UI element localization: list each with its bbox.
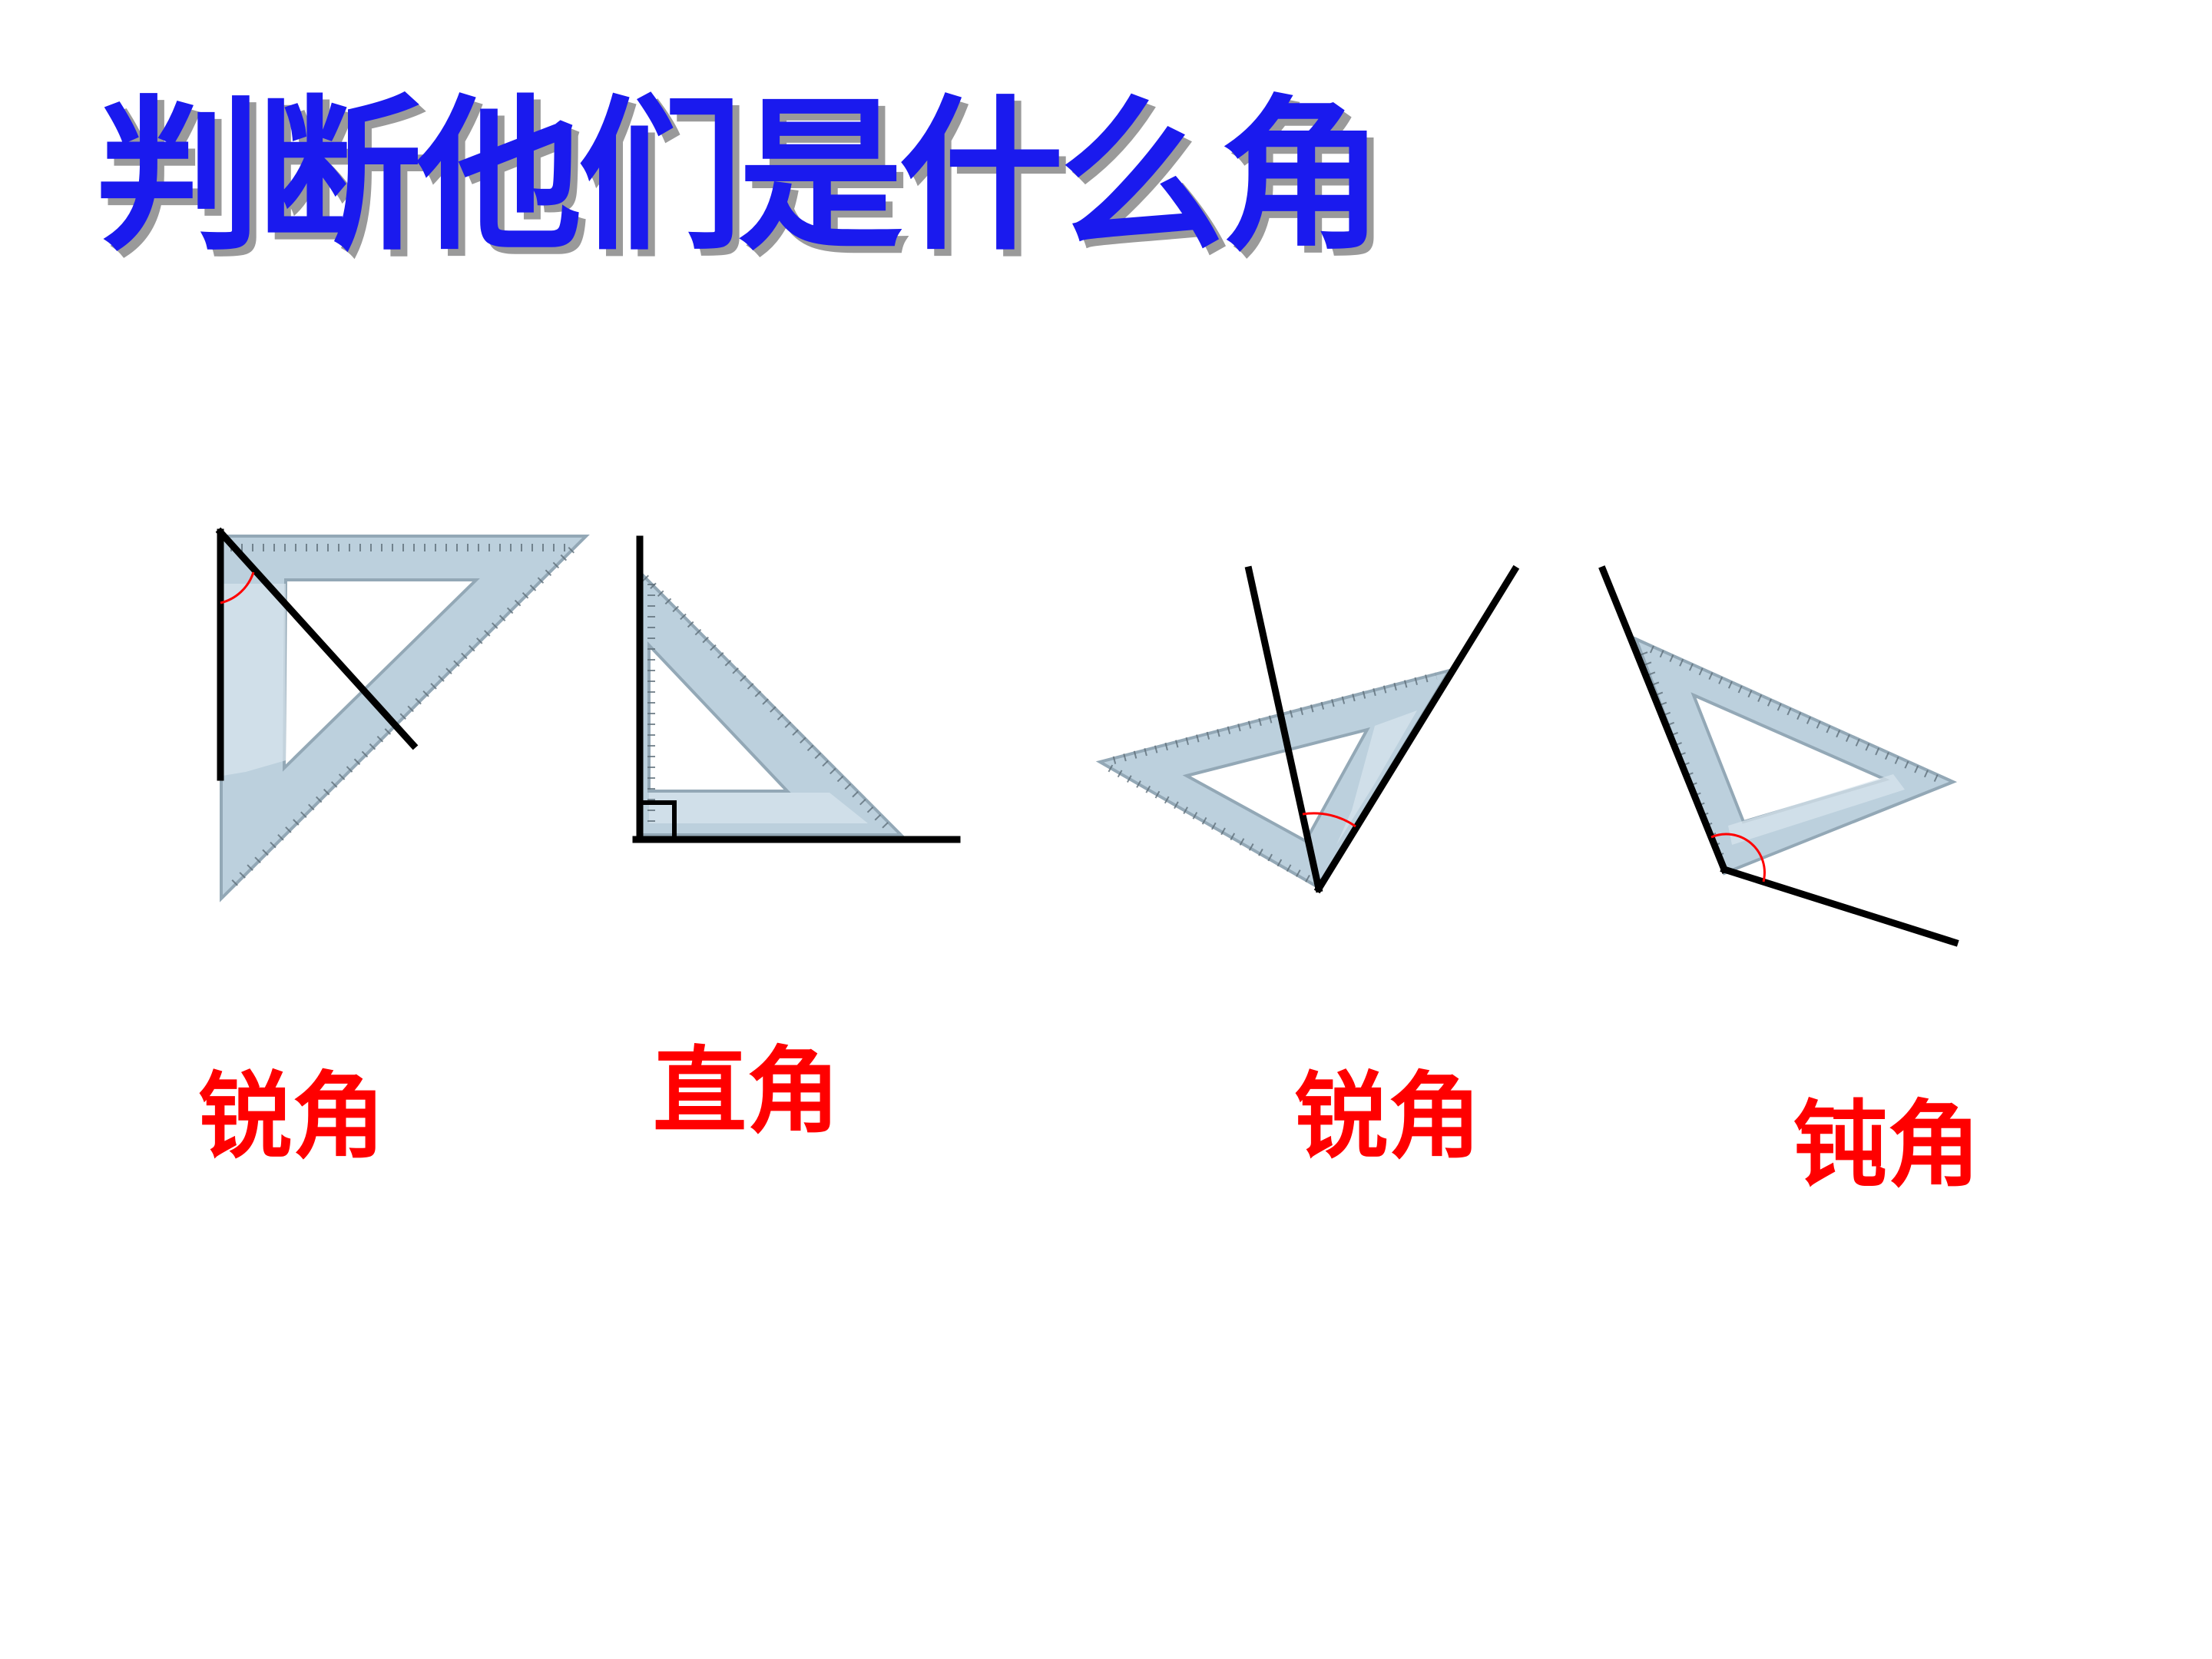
angle-3-side-b xyxy=(1313,565,1520,894)
set-square-1 xyxy=(220,535,590,902)
set-square-4 xyxy=(1633,636,1958,876)
answer-label-2: 直角 xyxy=(653,1035,840,1146)
figure-1-acute-angle xyxy=(215,527,590,902)
angle-1-arc xyxy=(220,571,255,604)
figure-2-right-angle xyxy=(632,535,961,843)
angle-4-arc xyxy=(1710,833,1766,882)
answer-label-1: 锐角 xyxy=(198,1061,386,1171)
angle-3-arc xyxy=(1302,812,1356,828)
figure-4-obtuse-angle xyxy=(1598,565,1959,947)
angle-4-side-a xyxy=(1598,565,1729,874)
answer-label-4: 钝角 xyxy=(1793,1089,1981,1200)
angle-3-side-a xyxy=(1244,565,1323,893)
right-angle-marker xyxy=(640,800,677,839)
slide-title: 判断他们是什么角 xyxy=(96,80,1385,273)
set-square-2 xyxy=(638,568,905,836)
angle-4-side-b xyxy=(1720,865,1959,947)
answer-label-3: 锐角 xyxy=(1294,1061,1482,1171)
angle-1-side-b xyxy=(215,527,419,750)
figure-3-acute-angle xyxy=(1095,565,1520,894)
